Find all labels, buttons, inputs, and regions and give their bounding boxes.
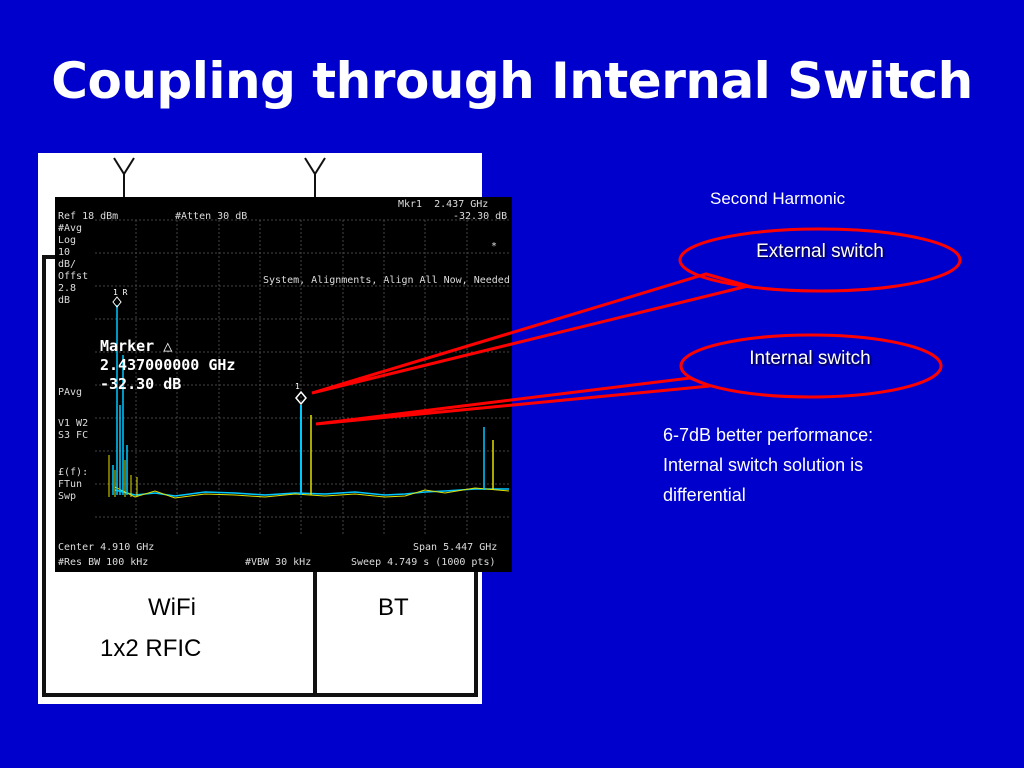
bt-label: BT [378, 594, 409, 621]
wifi-label: WiFi [148, 594, 196, 621]
attenuation: #Atten 30 dB [175, 211, 248, 222]
marker-flag-1r: 1 R [113, 288, 128, 297]
span: Span 5.447 GHz [413, 542, 498, 553]
external-switch-callout: External switch [756, 241, 884, 262]
marker-flag-1: 1 [295, 382, 300, 391]
antenna-icon [113, 157, 135, 198]
performance-note: 6-7dB better performance: Internal switc… [663, 425, 874, 505]
marker-title: Marker △ [100, 337, 173, 355]
marker-readout: Mkr1 2.437 GHz [398, 199, 489, 210]
ref-level: Ref 18 dBm [58, 211, 119, 222]
sweep: Sweep 4.749 s (1000 pts) [351, 557, 496, 568]
pavg-label: PAvg [58, 387, 83, 398]
center-frequency: Center 4.910 GHz [58, 542, 155, 553]
res-bw: #Res BW 100 kHz [58, 557, 149, 568]
asterisk-flag: * [491, 241, 498, 252]
rfic-label: 1x2 RFIC [100, 635, 202, 662]
second-harmonic-heading: Second Harmonic [710, 189, 846, 208]
rfic-divider [313, 565, 317, 695]
marker-value: -32.30 dB [100, 375, 182, 393]
antenna-icon [304, 157, 326, 198]
internal-switch-callout: Internal switch [749, 348, 871, 369]
slide-title: Coupling through Internal Switch [51, 52, 973, 110]
marker-frequency: 2.437000000 GHz [100, 356, 236, 374]
marker-level: -32.30 dB [453, 211, 508, 222]
rfic-outline-stub [42, 255, 56, 259]
marker-readout-box: Marker △ 2.437000000 GHz -32.30 dB [100, 337, 235, 394]
spectrum-analyzer-screen: Ref 18 dBm #Atten 30 dB Mkr1 2.437 GHz -… [55, 197, 512, 572]
vbw: #VBW 30 kHz [245, 557, 312, 568]
